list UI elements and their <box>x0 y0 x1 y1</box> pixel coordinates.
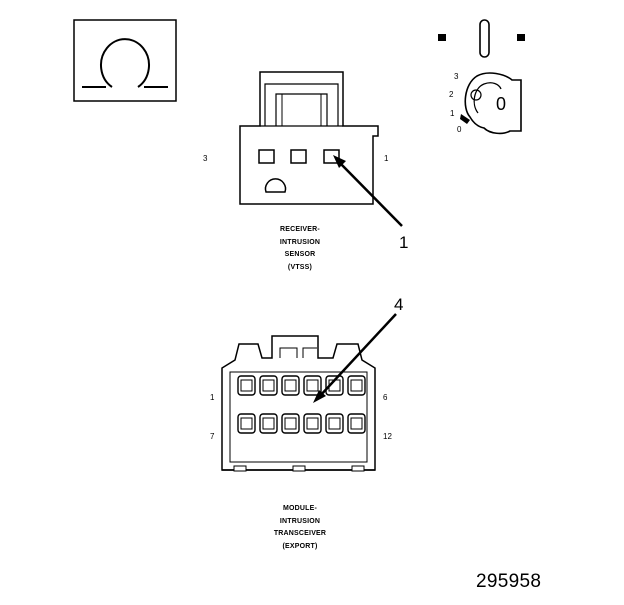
callout-number-1: 1 <box>399 233 409 252</box>
pin-label-7: 7 <box>210 432 215 441</box>
pin-label-3: 3 <box>203 154 208 163</box>
pin-label-1-module: 1 <box>210 393 215 402</box>
ohm-symbol-text: Ω <box>110 4 117 14</box>
connector-module <box>221 335 376 472</box>
key-position-1: 1 <box>450 109 455 118</box>
ignition-key-icon <box>438 19 525 135</box>
label-line: SENSOR <box>284 251 316 258</box>
callout-arrow-4 <box>313 313 397 403</box>
cavity <box>325 413 344 434</box>
cavity-3 <box>258 149 275 164</box>
label-line: RECEIVER- <box>280 226 320 233</box>
label-line: (VTSS) <box>287 263 313 271</box>
cavity <box>281 375 300 396</box>
label-line: (EXPORT) <box>282 542 318 550</box>
connector-top-label: RECEIVER- INTRUSION SENSOR (VTSS) <box>250 224 350 274</box>
cavity <box>303 375 322 396</box>
polarizing-key <box>264 178 287 193</box>
cavity-row <box>258 149 340 164</box>
label-line: TRANSCEIVER <box>273 530 327 537</box>
label-line: INTRUSION <box>279 238 321 246</box>
label-line: INTRUSION <box>279 517 321 525</box>
label-line: MODULE- <box>282 505 318 512</box>
key-position-0: 0 <box>457 125 462 134</box>
connector-bottom-label: MODULE- INTRUSION TRANSCEIVER (EXPORT) <box>250 503 350 553</box>
cavity-2 <box>290 149 307 164</box>
cavity <box>237 375 256 396</box>
ohmmeter-symbol <box>73 19 177 102</box>
key-position-3: 3 <box>454 72 459 81</box>
cavity <box>237 413 256 434</box>
cavity <box>303 413 322 434</box>
pin-label-6: 6 <box>383 393 388 402</box>
key-face-label: 0 <box>496 94 507 114</box>
callout-arrow-1 <box>333 155 403 227</box>
connector-vtss <box>239 71 379 205</box>
key-position-2: 2 <box>449 90 454 99</box>
figure-number: 295958 <box>476 571 542 592</box>
cavity <box>259 413 278 434</box>
cavity-grid <box>237 375 366 434</box>
pin-label-12: 12 <box>383 432 392 441</box>
cavity-1 <box>323 149 340 164</box>
callout-number-4: 4 <box>394 295 404 314</box>
cavity <box>281 413 300 434</box>
cavity <box>259 375 278 396</box>
pin-label-1: 1 <box>384 154 389 163</box>
cavity <box>347 375 366 396</box>
cavity <box>347 413 366 434</box>
